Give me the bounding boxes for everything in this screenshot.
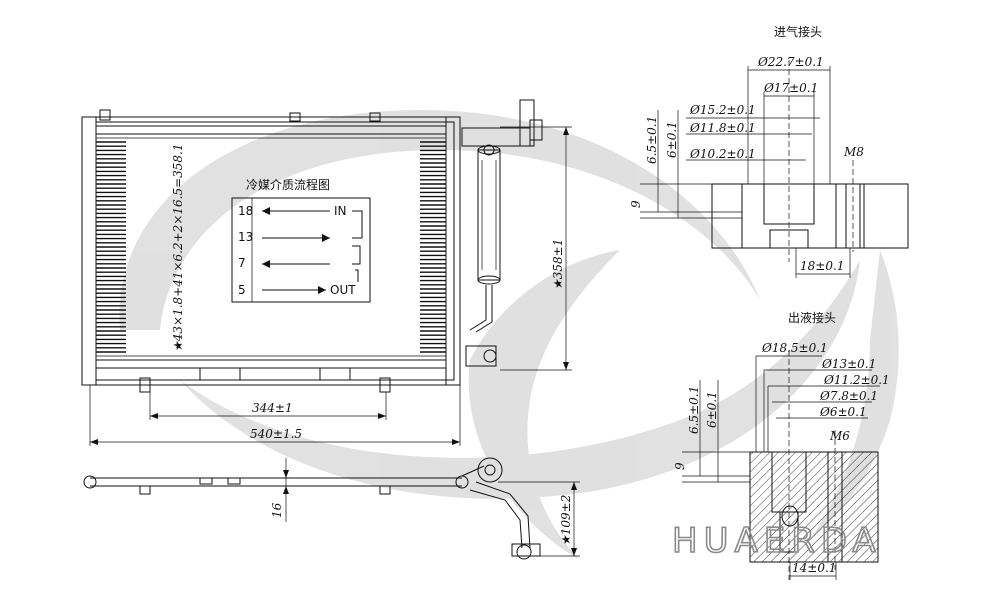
dim-width-inner-text: 344±1 [252, 401, 293, 415]
inlet-h2: 6±0.1 [665, 121, 679, 158]
flow-arrow-left [262, 207, 330, 215]
flow-arrow-right [262, 286, 326, 294]
flow-row-label: 7 [238, 256, 246, 270]
outlet-h2: 6±0.1 [705, 391, 719, 428]
inlet-fitting-title: 进气接头 [774, 24, 822, 39]
inlet-d3: Ø15.2±0.1 [689, 103, 756, 117]
inlet-d4: Ø11.8±0.1 [689, 121, 756, 135]
receiver-drier [461, 99, 543, 367]
dim-height: ★358±1 [500, 126, 572, 371]
inlet-h3: 9 [629, 200, 643, 208]
flow-arrow-left [262, 260, 330, 268]
inlet-h1: 6.5±0.1 [645, 116, 659, 164]
flow-arrow-right [262, 234, 330, 242]
condenser-front-view [81, 109, 461, 393]
dim-offset: ★109±2 [498, 481, 580, 557]
condenser-side-view [83, 457, 541, 560]
inlet-d5: Ø10.2±0.1 [689, 147, 756, 161]
outlet-width: 14±0.1 [792, 561, 836, 575]
inlet-d2: Ø17±0.1 [763, 81, 818, 95]
flow-out-label: OUT [330, 283, 356, 297]
fins-right [420, 141, 446, 353]
flow-diagram-title: 冷媒介质流程图 [246, 177, 330, 192]
flow-row-label: 13 [238, 230, 253, 244]
outlet-fitting: 出液接头 Ø18.5±0.1 Ø13±0.1 Ø11.2±0.1 Ø7.8±0.… [673, 310, 890, 580]
flow-in-label: IN [334, 204, 347, 218]
flow-row-label: 18 [238, 204, 253, 218]
watermark-swirl [119, 110, 899, 560]
outlet-h1: 6.5±0.1 [687, 386, 701, 434]
dim-thickness-text: 16 [270, 502, 284, 518]
outlet-d1: Ø18.5±0.1 [761, 341, 828, 355]
dim-height-text: ★358±1 [551, 239, 565, 290]
core-spec-label: ★43×1.8+41×6.2+2×16.5=358.1 [171, 144, 185, 353]
dim-width-inner: 344±1 [149, 392, 387, 420]
brand-watermark: HUAERDA [672, 521, 882, 561]
outlet-d5: Ø6±0.1 [819, 405, 867, 419]
outlet-fitting-title: 出液接头 [788, 310, 836, 325]
inlet-fitting: 进气接头 Ø22.7±0.1 Ø17±0.1 Ø15.2±0.1 Ø11.8±0… [629, 24, 909, 278]
outlet-thread: M6 [829, 429, 850, 443]
dim-width-overall: 540±1.5 [89, 385, 461, 446]
outlet-d3: Ø11.2±0.1 [823, 373, 890, 387]
flow-row-label: 5 [238, 283, 246, 297]
refrigerant-flow-diagram: 冷媒介质流程图 18 13 7 5 IN OUT [231, 177, 371, 303]
inlet-d1: Ø22.7±0.1 [757, 55, 824, 69]
dim-thickness: 16 [270, 458, 289, 522]
inlet-thread: M8 [843, 145, 864, 159]
dim-offset-text: ★109±2 [559, 495, 573, 546]
outlet-d4: Ø7.8±0.1 [819, 389, 878, 403]
fins-left [96, 141, 126, 353]
outlet-d2: Ø13±0.1 [821, 357, 876, 371]
dim-width-overall-text: 540±1.5 [250, 427, 302, 441]
outlet-h3: 9 [673, 462, 687, 470]
inlet-width: 18±0.1 [800, 259, 844, 273]
